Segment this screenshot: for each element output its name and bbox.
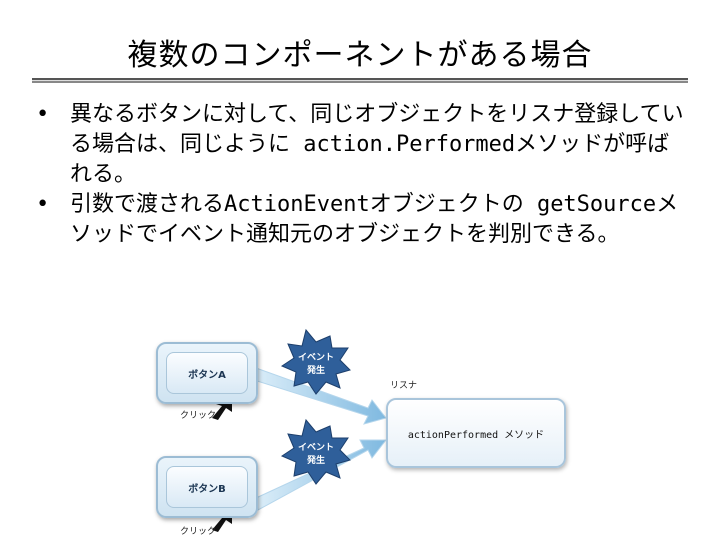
- bullet-list: • 異なるボタンに対して、同じオブジェクトをリスナ登録している場合は、同じように …: [30, 100, 690, 250]
- event-burst-icon: [280, 328, 351, 395]
- bullet-dot: •: [36, 192, 50, 217]
- click-label-b: クリック: [180, 527, 217, 537]
- burst-label-line2: 発生: [306, 454, 325, 466]
- slide-title: 複数のコンポーネントがある場合: [127, 38, 593, 73]
- method-box: actionPerformed メソッド: [386, 398, 566, 468]
- title-divider: [32, 78, 688, 83]
- button-a: ボタンA: [166, 352, 248, 394]
- bullet-text: 異なるボタンに対して、同じオブジェクトをリスナ登録している場合は、同じように a…: [70, 102, 684, 187]
- bullet-dot: •: [36, 102, 50, 127]
- burst-label-line1: イベント: [298, 442, 334, 453]
- click-label-a: クリック: [180, 411, 217, 421]
- listener-label: リスナ: [390, 381, 418, 391]
- bullet-text: 引数で渡されるActionEventオブジェクトの getSourceメソッドで…: [70, 192, 679, 247]
- button-b: ボタンB: [166, 466, 248, 508]
- bullet-item: • 引数で渡されるActionEventオブジェクトの getSourceメソッド…: [30, 190, 690, 250]
- button-b-panel: ボタンB: [156, 456, 258, 518]
- event-burst-icon: [280, 418, 351, 485]
- bullet-item: • 異なるボタンに対して、同じオブジェクトをリスナ登録している場合は、同じように …: [30, 100, 690, 190]
- burst-label-line1: イベント: [298, 352, 334, 363]
- arrow-a-icon: [253, 367, 387, 425]
- diagram-arrows: イベント 発生 イベント 発生: [212, 328, 388, 532]
- burst-label-line2: 発生: [306, 364, 325, 376]
- button-a-panel: ボタンA: [156, 342, 258, 404]
- listener-diagram: イベント 発生 イベント 発生 ボタンA ボタンB クリック クリック リスナ …: [150, 328, 570, 540]
